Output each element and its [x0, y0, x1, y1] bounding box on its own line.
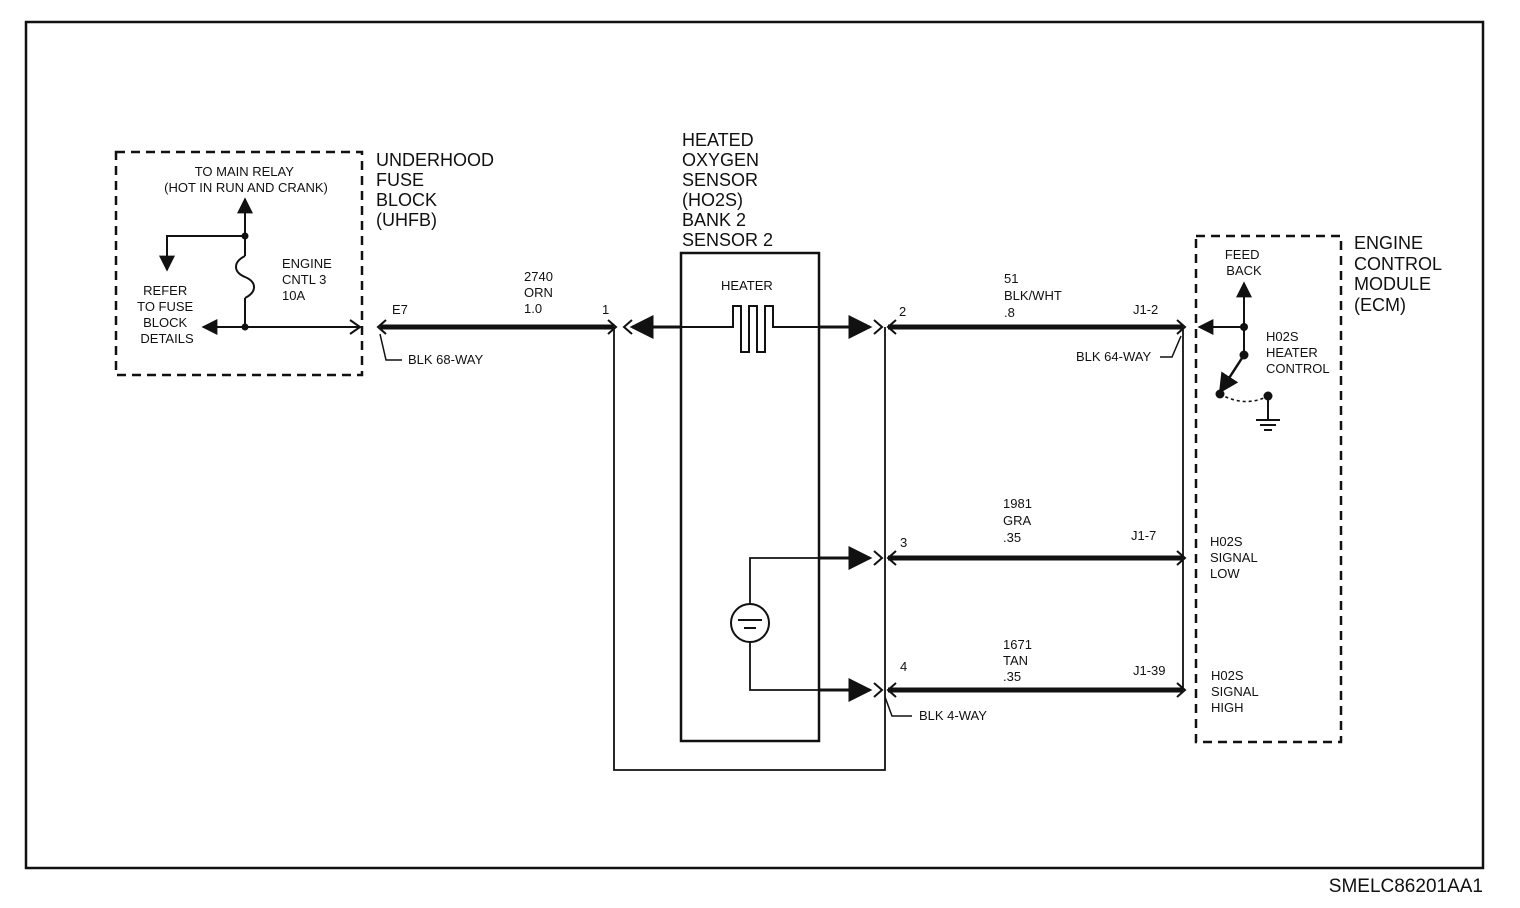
wire-2740-label: 2740 ORN 1.0	[524, 269, 557, 316]
wire-1981-label: 1981 GRA .35	[1003, 496, 1036, 545]
to-main-relay-label: TO MAIN RELAY (HOT IN RUN AND CRANK)	[164, 164, 328, 195]
fuse-icon	[235, 255, 255, 299]
junction-dot	[241, 323, 249, 331]
heater-control-label: H02S HEATER CONTROL	[1266, 329, 1330, 376]
refer-branch	[159, 235, 245, 272]
uhfb-connector-symbol	[349, 319, 387, 335]
sensor-shield-loop	[613, 327, 886, 771]
feedback-label: FEED BACK	[1225, 247, 1263, 278]
ecm-terminal-j1-2: J1-2	[1133, 302, 1158, 317]
heater-element-icon	[681, 305, 819, 353]
ecm-title: ENGINE CONTROL MODULE (ECM)	[1354, 233, 1446, 315]
ho2s-sensor: HEATED OXYGEN SENSOR (HO2S) BANK 2 SENSO…	[613, 130, 886, 771]
ecm-terminal-j1-7: J1-7	[1131, 528, 1156, 543]
heater-label: HEATER	[721, 278, 773, 293]
switch-dashed-link	[1219, 393, 1269, 403]
fuse-label: ENGINE CNTL 3 10A	[282, 256, 335, 303]
ecm-block: ENGINE CONTROL MODULE (ECM) FEED BACK H0…	[1194, 233, 1446, 744]
sensor-connector: 2 3 4 BLK 4-WAY	[873, 304, 987, 723]
diagram-border	[24, 20, 1485, 870]
blk64-leader	[1160, 335, 1182, 358]
ecm-connector-symbol	[1176, 319, 1187, 698]
uhfb-title: UNDERHOOD FUSE BLOCK (UHFB)	[376, 150, 499, 230]
signal-high-label: H02S SIGNAL HIGH	[1211, 668, 1262, 715]
figure-code: SMELC86201AA1	[1329, 876, 1483, 897]
wire-51-label: 51 BLK/WHT .8	[1004, 271, 1065, 320]
sensor-pin-4: 4	[900, 659, 907, 674]
sensor-pin-1: 1	[602, 302, 609, 317]
switch-arm	[1218, 354, 1246, 394]
sensing-circuit-low	[749, 557, 870, 604]
uhfb-block: UNDERHOOD FUSE BLOCK (UHFB) TO MAIN RELA…	[114, 150, 499, 377]
sensor-title: HEATED OXYGEN SENSOR (HO2S) BANK 2 SENSO…	[682, 130, 773, 250]
ecm-boundary	[1194, 234, 1343, 744]
pin-1-connector-symbol	[607, 319, 633, 335]
sensing-circuit-high	[749, 642, 870, 691]
ecm-terminal-j1-39: J1-39	[1133, 663, 1166, 678]
uhfb-boundary	[114, 150, 364, 377]
refer-label: REFER TO FUSE BLOCK DETAILS	[137, 283, 197, 346]
sensor-pin-2: 2	[899, 304, 906, 319]
wire-1671-label: 1671 TAN .35	[1003, 637, 1036, 684]
sensor-body	[679, 251, 821, 743]
signal-low-label: H02S SIGNAL LOW	[1210, 534, 1261, 581]
voltage-source-icon	[730, 603, 770, 643]
blk68-connector-label: BLK 68-WAY	[408, 352, 483, 367]
uhfb-terminal-label: E7	[392, 302, 408, 317]
sensor-pin-3: 3	[900, 535, 907, 550]
blk4-connector-label: BLK 4-WAY	[919, 708, 987, 723]
blk4-leader	[884, 696, 912, 717]
blk64-connector-label: BLK 64-WAY	[1076, 349, 1151, 364]
blk68-leader	[379, 333, 402, 361]
